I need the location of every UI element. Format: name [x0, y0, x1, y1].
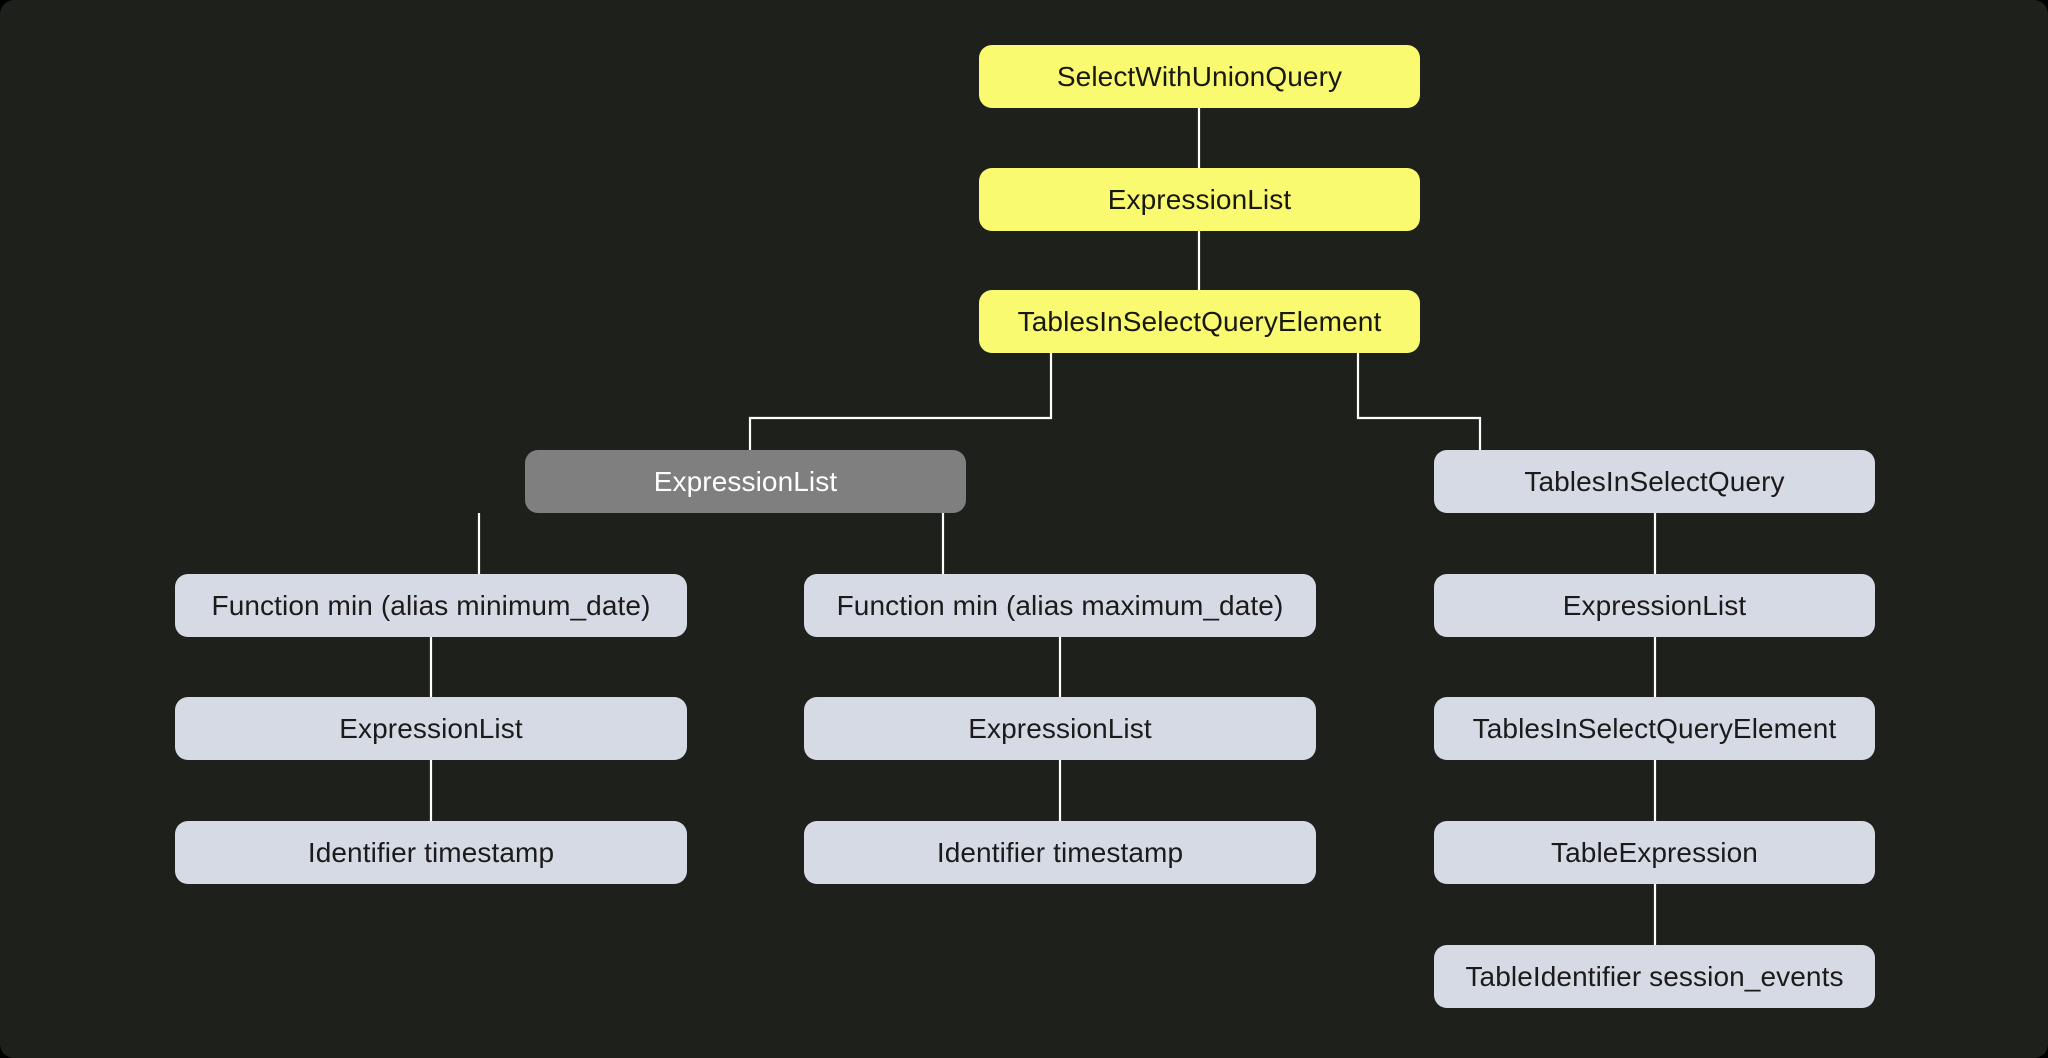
- tree-node-label: Identifier timestamp: [307, 836, 555, 868]
- tree-node-n8[interactable]: ExpressionList: [175, 697, 687, 760]
- tree-node-n5[interactable]: Function min (alias minimum_date): [175, 574, 687, 637]
- tree-node-n11[interactable]: Identifier timestamp: [175, 821, 687, 884]
- tree-node-label: TablesInSelectQueryElement: [1472, 712, 1837, 744]
- tree-node-label: Function min (alias minimum_date): [211, 589, 651, 621]
- tree-node-label: TablesInSelectQuery: [1524, 465, 1785, 497]
- tree-node-n0[interactable]: SelectWithUnionQuery: [979, 45, 1420, 108]
- tree-node-n13[interactable]: TableExpression: [1434, 821, 1875, 884]
- tree-node-label: ExpressionList: [968, 712, 1152, 744]
- tree-node-n1[interactable]: ExpressionList: [979, 168, 1420, 231]
- tree-node-n9[interactable]: ExpressionList: [804, 697, 1316, 760]
- tree-node-label: SelectWithUnionQuery: [1056, 60, 1343, 92]
- tree-node-label: TableIdentifier session_events: [1465, 960, 1844, 992]
- tree-node-label: TableExpression: [1551, 836, 1758, 868]
- tree-node-label: ExpressionList: [1107, 183, 1292, 215]
- tree-node-n6[interactable]: Function min (alias maximum_date): [804, 574, 1316, 637]
- tree-edge: [748, 353, 1053, 450]
- tree-node-label: ExpressionList: [1562, 589, 1747, 621]
- tree-node-n10[interactable]: TablesInSelectQueryElement: [1434, 697, 1875, 760]
- tree-node-n4[interactable]: TablesInSelectQuery: [1434, 450, 1875, 513]
- tree-node-n14[interactable]: TableIdentifier session_events: [1434, 945, 1875, 1008]
- tree-node-n12[interactable]: Identifier timestamp: [804, 821, 1316, 884]
- tree-node-n3[interactable]: ExpressionList: [525, 450, 966, 513]
- tree-node-label: Function min (alias maximum_date): [836, 589, 1284, 621]
- tree-edge: [1356, 353, 1482, 450]
- tree-node-label: ExpressionList: [653, 465, 838, 497]
- tree-node-label: Identifier timestamp: [936, 836, 1184, 868]
- tree-node-n2[interactable]: TablesInSelectQueryElement: [979, 290, 1420, 353]
- tree-node-label: ExpressionList: [339, 712, 523, 744]
- tree-node-label: TablesInSelectQueryElement: [1017, 305, 1382, 337]
- tree-node-n7[interactable]: ExpressionList: [1434, 574, 1875, 637]
